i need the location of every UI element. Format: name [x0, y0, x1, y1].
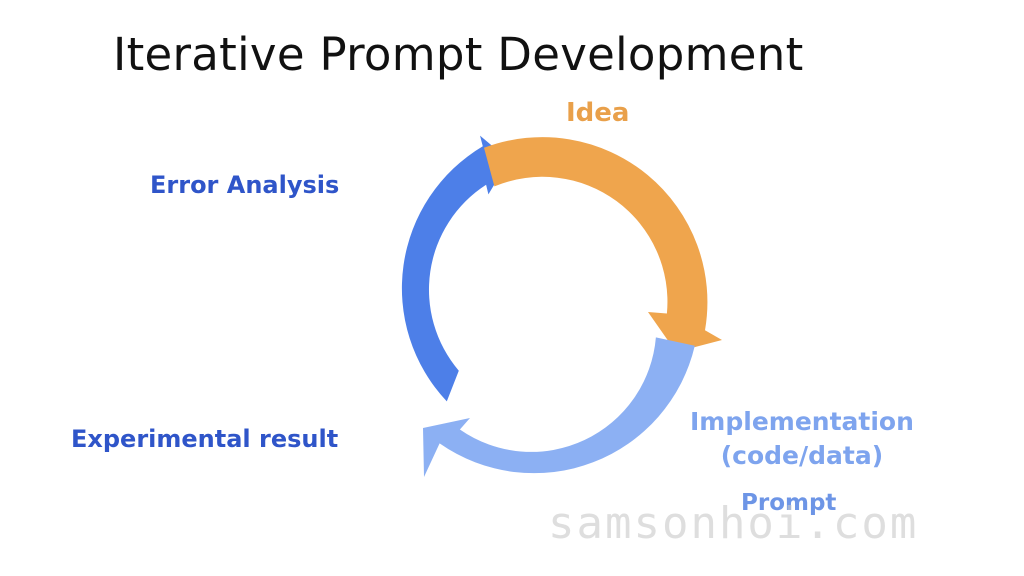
implementation-arrow [423, 337, 695, 477]
idea-label: Idea [566, 98, 630, 128]
prompt-label: Prompt [741, 490, 837, 516]
page-title: Iterative Prompt Development [113, 28, 804, 81]
idea-arrow [484, 137, 722, 352]
error-analysis-label: Error Analysis [150, 171, 340, 199]
error-analysis-arrow [401, 135, 509, 402]
implementation-label: Implementation (code/data) [690, 405, 914, 473]
implementation-label-line2: (code/data) [720, 441, 884, 470]
implementation-label-line1: Implementation [690, 407, 914, 436]
experimental-result-label: Experimental result [71, 425, 339, 453]
watermark: samsonhoi.com [548, 498, 919, 549]
